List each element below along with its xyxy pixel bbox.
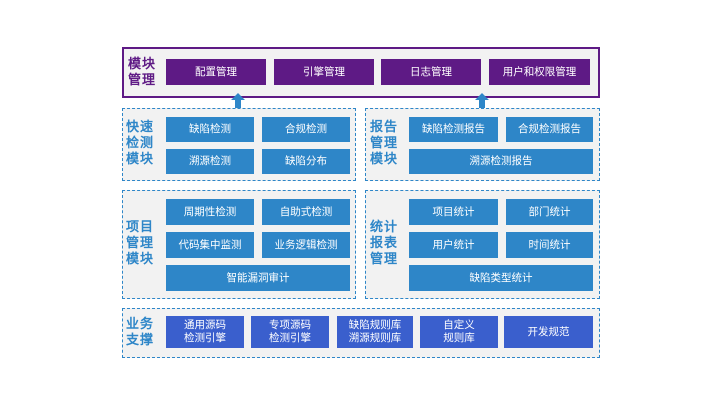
- defect-detection-button[interactable]: 缺陷检测: [166, 117, 254, 142]
- compliance-detection-button[interactable]: 合规检测: [262, 117, 350, 142]
- defect-detection-report-button[interactable]: 缺陷检测报告: [409, 117, 498, 142]
- code-centralized-monitoring-button[interactable]: 代码集中监测: [166, 232, 254, 258]
- config-management-button[interactable]: 配置管理: [166, 59, 266, 85]
- compliance-detection-report-button[interactable]: 合规检测报告: [506, 117, 593, 142]
- time-statistics-button[interactable]: 时间统计: [506, 232, 593, 258]
- project-management-title: 项目 管理 模块: [126, 220, 155, 267]
- intelligent-vulnerability-audit-button[interactable]: 智能漏洞审计: [166, 265, 350, 291]
- business-support-panel: 业务 支撑 通用源码 检测引擎 专项源码 检测引擎 缺陷规则库 溯源规则库 自定…: [122, 308, 600, 358]
- project-statistics-button[interactable]: 项目统计: [409, 199, 498, 225]
- module-management-title: 模块 管理: [128, 57, 157, 88]
- business-support-title: 业务 支撑: [126, 317, 155, 348]
- report-management-title: 报告 管理 模块: [370, 120, 399, 167]
- periodic-detection-button[interactable]: 周期性检测: [166, 199, 254, 225]
- arrow-up-icon: [475, 93, 489, 109]
- defect-trace-rule-library-button[interactable]: 缺陷规则库 溯源规则库: [337, 316, 413, 348]
- report-management-panel: 报告 管理 模块 缺陷检测报告 合规检测报告 溯源检测报告: [365, 108, 600, 181]
- defect-type-statistics-button[interactable]: 缺陷类型统计: [409, 265, 593, 291]
- self-service-detection-button[interactable]: 自助式检测: [262, 199, 350, 225]
- business-logic-detection-button[interactable]: 业务逻辑检测: [262, 232, 350, 258]
- statistics-report-panel: 统计 报表 管理 项目统计 部门统计 用户统计 时间统计 缺陷类型统计: [365, 190, 600, 299]
- arrow-up-icon: [231, 93, 245, 109]
- special-source-detection-engine-button[interactable]: 专项源码 检测引擎: [251, 316, 329, 348]
- log-management-button[interactable]: 日志管理: [381, 59, 481, 85]
- general-source-detection-engine-button[interactable]: 通用源码 检测引擎: [166, 316, 244, 348]
- quick-detection-title: 快速 检测 模块: [126, 120, 155, 167]
- user-statistics-button[interactable]: 用户统计: [409, 232, 498, 258]
- statistics-report-title: 统计 报表 管理: [370, 220, 399, 267]
- project-management-panel: 项目 管理 模块 周期性检测 自助式检测 代码集中监测 业务逻辑检测 智能漏洞审…: [122, 190, 356, 299]
- user-permission-management-button[interactable]: 用户和权限管理: [489, 59, 590, 85]
- engine-management-button[interactable]: 引擎管理: [274, 59, 374, 85]
- development-standards-button[interactable]: 开发规范: [504, 316, 593, 348]
- trace-detection-report-button[interactable]: 溯源检测报告: [409, 149, 593, 174]
- module-management-panel: 模块 管理 配置管理 引擎管理 日志管理 用户和权限管理: [122, 47, 600, 98]
- custom-rule-library-button[interactable]: 自定义 规则库: [420, 316, 498, 348]
- quick-detection-panel: 快速 检测 模块 缺陷检测 合规检测 溯源检测 缺陷分布: [122, 108, 356, 181]
- trace-detection-button[interactable]: 溯源检测: [166, 149, 254, 174]
- department-statistics-button[interactable]: 部门统计: [506, 199, 593, 225]
- defect-distribution-button[interactable]: 缺陷分布: [262, 149, 350, 174]
